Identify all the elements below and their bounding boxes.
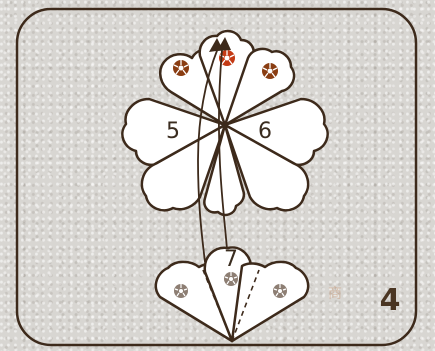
folded-petal-right — [232, 262, 308, 341]
folded-motif-left — [174, 284, 188, 298]
folded-motif-right — [273, 284, 287, 298]
petal-label-left: 5 — [166, 119, 180, 144]
motif-left — [173, 60, 189, 76]
motif-right — [262, 63, 278, 79]
petal-label-right: 6 — [258, 119, 272, 144]
folded-motif-center — [224, 272, 238, 286]
folded-label: 7 — [224, 247, 238, 272]
step-number: 4 — [380, 283, 401, 318]
watermark-text: 商 — [328, 286, 342, 302]
